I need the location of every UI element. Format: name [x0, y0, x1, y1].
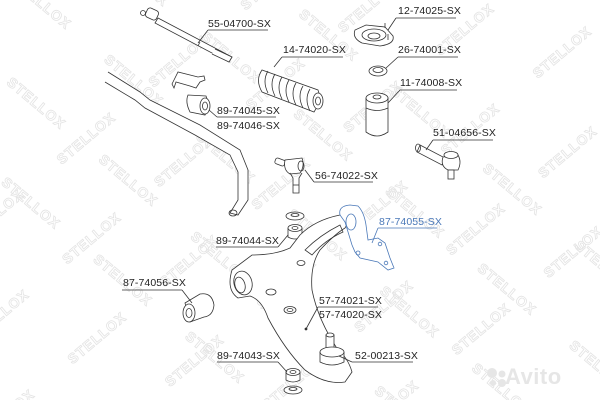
leader-52-00213	[338, 355, 353, 363]
part-label-57-74020[interactable]: 57-74020-SX	[319, 309, 382, 321]
leader-51-04656	[425, 139, 434, 151]
leader-89-74045	[208, 109, 218, 118]
part-label-56-74022[interactable]: 56-74022-SX	[315, 170, 378, 182]
part-label-51-04656[interactable]: 51-04656-SX	[433, 127, 496, 139]
part-label-11-74008[interactable]: 11-74008-SX	[400, 77, 463, 89]
ball-joint-drawing	[319, 332, 345, 366]
avito-watermark: Avito	[505, 364, 562, 389]
leader-87-74056	[181, 289, 193, 304]
part-label-14-74020[interactable]: 14-74020-SX	[283, 44, 346, 56]
avito-logo-icon	[487, 368, 506, 387]
lower-control-arm-drawing	[229, 214, 353, 383]
stabilizer-link-drawing	[274, 157, 305, 194]
part-label-55-04700[interactable]: 55-04700-SX	[208, 18, 271, 30]
bump-stop-drawing	[365, 92, 389, 137]
front-bushing-drawing	[182, 293, 215, 323]
part-label-26-74001[interactable]: 26-74001-SX	[398, 44, 461, 56]
stabilizer-bar-drawing	[104, 71, 249, 216]
leader-12-74025	[387, 17, 397, 31]
leader-26-74001	[385, 56, 399, 69]
part-label-57-74021[interactable]: 57-74021-SX	[319, 295, 382, 307]
part-label-89-74045[interactable]: 89-74045-SX	[217, 105, 280, 117]
rack-boot-drawing	[258, 69, 324, 113]
leader-57-74020	[305, 306, 319, 330]
part-label-12-74025[interactable]: 12-74025-SX	[398, 5, 461, 17]
leader-89-74043	[277, 361, 288, 373]
outer-tie-rod-end-drawing	[415, 143, 461, 180]
rear-bushing-bracket-drawing	[339, 204, 395, 271]
part-label-87-74055[interactable]: 87-74055-SX	[379, 216, 442, 228]
inner-tie-rod-drawing	[140, 7, 233, 63]
part-label-89-74044[interactable]: 89-74044-SX	[216, 235, 279, 247]
leader-55-04700	[197, 29, 209, 44]
leader-89-74044	[277, 234, 289, 248]
stabilizer-bushing-drawing	[171, 71, 211, 116]
leader-87-74055	[371, 227, 379, 244]
part-label-89-74043[interactable]: 89-74043-SX	[217, 350, 280, 362]
part-label-89-74046[interactable]: 89-74046-SX	[217, 120, 280, 132]
leader-56-74022	[304, 169, 315, 183]
washer-lower-drawing	[283, 385, 303, 395]
leader-11-74008	[387, 89, 401, 104]
strut-mount-drawing	[353, 23, 394, 47]
part-label-87-74056[interactable]: 87-74056-SX	[123, 277, 186, 289]
part-label-52-00213[interactable]: 52-00213-SX	[355, 350, 418, 362]
washer-upper-drawing	[285, 211, 305, 221]
leader-14-74020	[273, 56, 283, 68]
